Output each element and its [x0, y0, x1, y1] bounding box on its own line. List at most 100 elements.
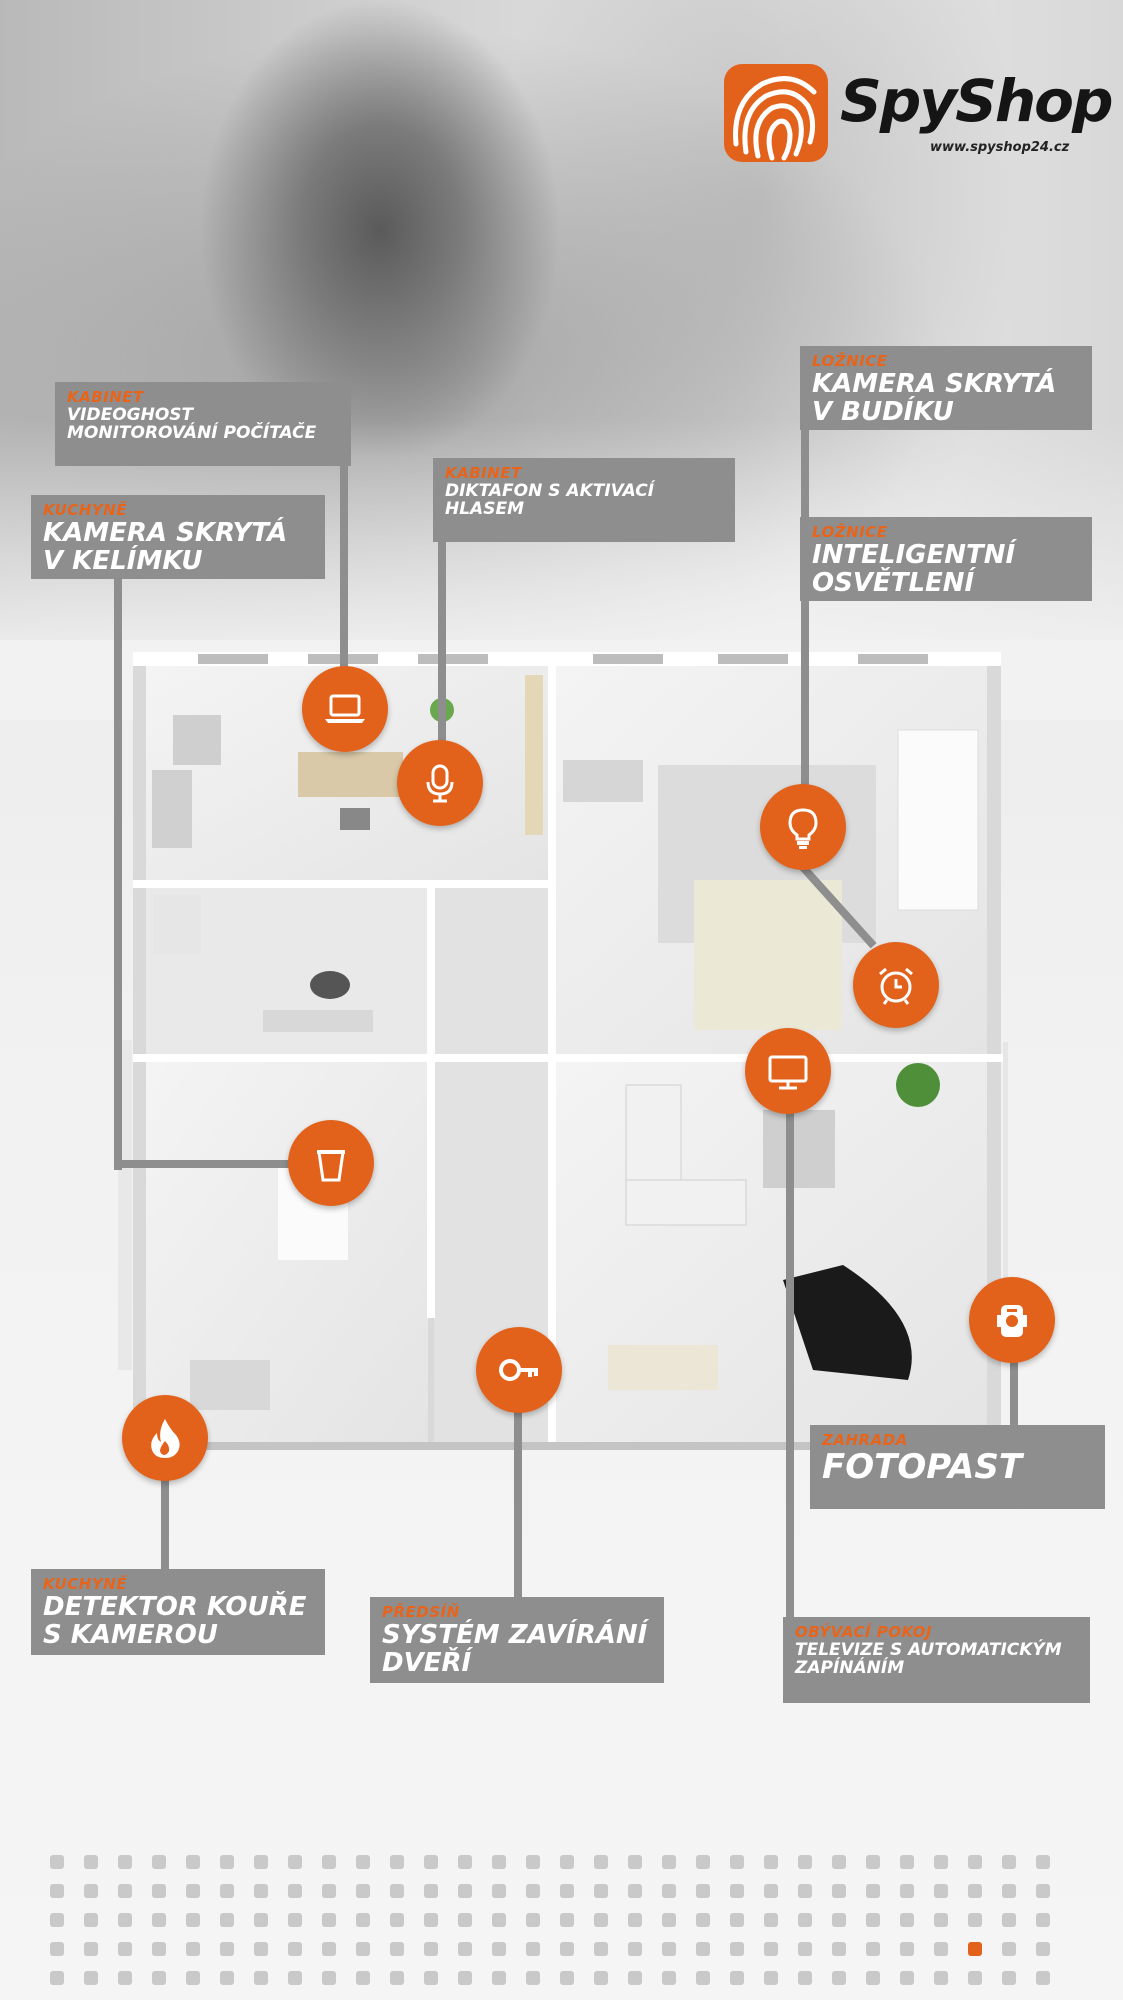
grid-dot — [118, 1971, 132, 1985]
grid-dot — [968, 1855, 982, 1869]
cup-icon[interactable] — [288, 1120, 374, 1206]
grid-dot — [84, 1971, 98, 1985]
connector-dvere — [514, 1400, 522, 1600]
grid-dot — [526, 1942, 540, 1956]
grid-dot — [560, 1855, 574, 1869]
grid-dot — [424, 1855, 438, 1869]
grid-dot — [118, 1942, 132, 1956]
grid-dot — [866, 1942, 880, 1956]
grid-dot — [594, 1942, 608, 1956]
label-diktafon[interactable]: KABINET DIKTAFON S AKTIVACÍ HLASEM — [433, 458, 735, 542]
fire-icon[interactable] — [122, 1395, 208, 1481]
grid-dot — [866, 1971, 880, 1985]
grid-dot — [730, 1942, 744, 1956]
product-title: VIDEOGHOST MONITOROVÁNÍ POČÍTAČE — [67, 405, 317, 444]
grid-dot — [560, 1942, 574, 1956]
label-videoghost[interactable]: KABINET VIDEOGHOST MONITOROVÁNÍ POČÍTAČE — [55, 382, 351, 466]
grid-dot — [254, 1942, 268, 1956]
grid-dot — [390, 1913, 404, 1927]
apartment-floor-plan — [118, 640, 1008, 1450]
grid-dot — [968, 1971, 982, 1985]
connector-detektor — [161, 1480, 169, 1570]
grid-dot — [798, 1913, 812, 1927]
grid-dot — [832, 1855, 846, 1869]
grid-dot — [560, 1971, 574, 1985]
grid-dot — [492, 1855, 506, 1869]
grid-dot — [628, 1913, 642, 1927]
grid-dot — [492, 1942, 506, 1956]
product-title: DIKTAFON S AKTIVACÍ HLASEM — [445, 481, 655, 520]
grid-dot — [492, 1971, 506, 1985]
connector-kelimek — [114, 578, 122, 1170]
grid-dot — [322, 1913, 336, 1927]
grid-dot — [696, 1884, 710, 1898]
connector-diktafon — [438, 535, 446, 745]
grid-dot — [390, 1855, 404, 1869]
grid-dot — [220, 1884, 234, 1898]
grid-dot — [934, 1855, 948, 1869]
label-osvetleni[interactable]: LOŽNICE INTELIGENTNÍ OSVĚTLENÍ — [800, 517, 1092, 601]
grid-dot — [1036, 1942, 1050, 1956]
grid-dot — [1036, 1855, 1050, 1869]
product-title: INTELIGENTNÍ OSVĚTLENÍ — [812, 540, 1016, 599]
label-kelimek[interactable]: KUCHYNĚ KAMERA SKRYTÁ V KELÍMKU — [31, 495, 325, 579]
grid-dot — [288, 1884, 302, 1898]
grid-dot — [254, 1913, 268, 1927]
grid-dot — [1002, 1913, 1016, 1927]
grid-dot — [798, 1855, 812, 1869]
grid-dot — [526, 1855, 540, 1869]
grid-dot — [866, 1884, 880, 1898]
laptop-icon[interactable] — [302, 666, 388, 752]
grid-dot — [152, 1855, 166, 1869]
grid-dot — [1036, 1913, 1050, 1927]
label-dvere[interactable]: PŘEDSÍŇ SYSTÉM ZAVÍRÁNÍ DVEŘÍ — [370, 1597, 664, 1683]
light-bulb-icon[interactable] — [760, 784, 846, 870]
camera-trap-icon[interactable] — [969, 1277, 1055, 1363]
grid-dot — [764, 1884, 778, 1898]
grid-dot — [424, 1942, 438, 1956]
room-name: LOŽNICE — [812, 352, 888, 370]
key-icon[interactable] — [476, 1327, 562, 1413]
grid-dot — [220, 1942, 234, 1956]
grid-dot — [832, 1913, 846, 1927]
spyshop-logo[interactable]: SpyShop www.spyshop24.cz — [722, 62, 1114, 172]
grid-dot — [186, 1855, 200, 1869]
grid-dot — [798, 1884, 812, 1898]
label-televize[interactable]: OBÝVACÍ POKOJ TELEVIZE S AUTOMATICKÝM ZA… — [783, 1617, 1090, 1703]
grid-dot — [730, 1884, 744, 1898]
grid-dot — [458, 1913, 472, 1927]
grid-dot — [186, 1913, 200, 1927]
grid-dot — [628, 1855, 642, 1869]
product-title: FOTOPAST — [822, 1447, 1023, 1487]
television-icon[interactable] — [745, 1028, 831, 1114]
connector-televize — [786, 1110, 794, 1630]
fingerprint-icon — [724, 64, 828, 162]
grid-dot — [492, 1884, 506, 1898]
grid-dot — [764, 1971, 778, 1985]
label-fotopast[interactable]: ZAHRADA FOTOPAST — [810, 1425, 1105, 1509]
grid-dot — [84, 1913, 98, 1927]
label-budik[interactable]: LOŽNICE KAMERA SKRYTÁ V BUDÍKU — [800, 346, 1092, 430]
label-detektor[interactable]: KUCHYNĚ DETEKTOR KOUŘE S KAMEROU — [31, 1569, 325, 1655]
grid-dot — [560, 1884, 574, 1898]
grid-dot — [458, 1884, 472, 1898]
grid-dot — [526, 1971, 540, 1985]
grid-dot — [50, 1855, 64, 1869]
grid-dot — [186, 1971, 200, 1985]
product-title: KAMERA SKRYTÁ V BUDÍKU — [812, 369, 1057, 428]
grid-dot — [152, 1913, 166, 1927]
grid-dot — [186, 1884, 200, 1898]
grid-dot — [50, 1884, 64, 1898]
grid-dot — [254, 1884, 268, 1898]
grid-dot — [152, 1884, 166, 1898]
brand-name: SpyShop — [840, 67, 1114, 135]
grid-dot — [288, 1971, 302, 1985]
grid-dot — [1002, 1942, 1016, 1956]
grid-dot — [832, 1942, 846, 1956]
brand-url[interactable]: www.spyshop24.cz — [930, 140, 1070, 155]
microphone-icon[interactable] — [397, 740, 483, 826]
grid-dot — [798, 1971, 812, 1985]
alarm-clock-icon[interactable] — [853, 942, 939, 1028]
grid-dot — [390, 1942, 404, 1956]
